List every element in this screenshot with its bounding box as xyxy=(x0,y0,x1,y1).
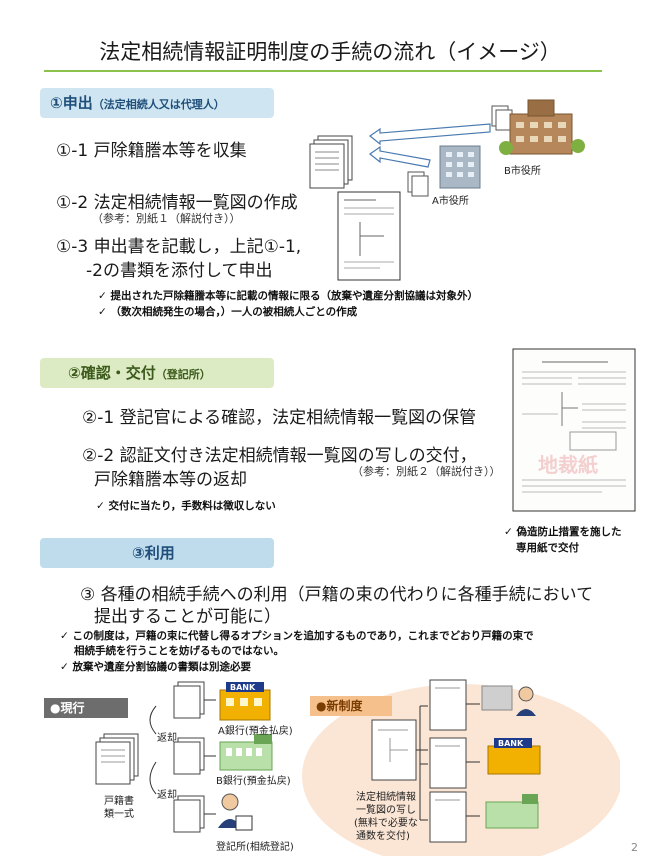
certificate-copy-icon xyxy=(371,719,417,781)
section-label: ②確認・交付 xyxy=(68,364,156,382)
return-label-1: 返却 xyxy=(157,733,177,744)
family-tree-form-icon xyxy=(337,191,401,281)
new-system-label: ●新制度 xyxy=(316,699,363,713)
step-1-3-line2: -2の書類を添付して申出 xyxy=(86,261,273,281)
section-header-usage: ③利用 xyxy=(40,538,274,568)
document-stack-icon xyxy=(173,681,205,833)
bank-sign-text: BANK xyxy=(498,739,524,748)
bank-a-icon: BANK xyxy=(487,738,541,775)
copy-label-line2: 一覧図の写し xyxy=(356,805,416,816)
koseki-label-line2: 類一式 xyxy=(104,809,134,820)
note-separate-docs: ✓ 放棄や遺産分割協議の書類は別途必要 xyxy=(60,661,251,673)
step-1-3-line1: ①-3 申出書を記載し，上記①-1, xyxy=(56,237,302,257)
bank-b-icon xyxy=(485,794,539,829)
city-hall-a-label: A市役所 xyxy=(432,196,469,207)
section-sublabel: （登記所） xyxy=(155,368,211,381)
title-divider xyxy=(44,70,602,72)
copy-label-line1: 法定相続情報 xyxy=(356,792,416,803)
note-option-line2: 相続手続を行うことを妨げるものではない。 xyxy=(74,645,284,657)
step-2-1: ②-1 登記官による確認，法定相続情報一覧図の保管 xyxy=(82,408,477,428)
certificate-sample-icon: 地裁紙 xyxy=(512,348,636,512)
bank-a-icon: BANK xyxy=(219,682,271,721)
page-title: 法定相続情報証明制度の手続の流れ（イメージ） xyxy=(99,40,561,64)
current-label-box xyxy=(44,698,128,718)
note-anti-forgery-line1: ✓ 偽造防止措置を施した xyxy=(504,526,622,538)
step-2-2-line2: 戸除籍謄本等の返却 xyxy=(94,470,247,490)
arrow-icon xyxy=(368,123,491,168)
new-system-label-box xyxy=(310,696,392,716)
section-label: ①申出 xyxy=(50,94,93,112)
registry-label: 登記所(相続登記) xyxy=(216,842,294,853)
note-scope: ✓ 提出された戸除籍謄本等に記載の情報に限る（放棄や遺産分割協議は対象外） xyxy=(98,290,478,302)
city-hall-b-label: B市役所 xyxy=(504,166,541,177)
watermark-text: 地裁紙 xyxy=(538,453,598,477)
copy-label-line4: 通数を交付) xyxy=(356,831,410,842)
section-label: ③利用 xyxy=(132,544,175,562)
bank-sign-text: BANK xyxy=(230,683,256,692)
current-system-label: ●現行 xyxy=(50,701,85,715)
application-illustration xyxy=(309,99,585,281)
note-no-fee: ✓ 交付に当たり，手数料は徴収しない xyxy=(96,500,276,512)
registry-officer-icon xyxy=(218,793,253,831)
step-2-2-reference: （参考：別紙２（解説付き）） xyxy=(352,465,501,478)
arrow-icon xyxy=(416,703,480,821)
step-3-line1: ③ 各種の相続手続への利用（戸籍の束の代わりに各種手続において xyxy=(80,585,594,605)
bank-b-label: B銀行(預金払戻) xyxy=(216,776,291,787)
certificate-copy-icon xyxy=(429,679,467,843)
koseki-label-line1: 戸籍書 xyxy=(104,796,134,807)
document-stack-icon xyxy=(309,135,353,189)
bank-b-icon xyxy=(219,734,273,771)
step-1-2: ①-2 法定相続情報一覧図の作成 xyxy=(56,193,298,213)
copy-label-line3: (無料で必要な xyxy=(354,818,418,829)
section-sublabel: （法定相続人又は代理人） xyxy=(92,98,225,111)
koseki-bundle-icon xyxy=(95,733,139,785)
usage-illustration: BANK BANK xyxy=(44,679,620,856)
section-header-confirmation: ②確認・交付（登記所） xyxy=(40,358,274,388)
step-2-2-line1: ②-2 認証文付き法定相続情報一覧図の写しの交付， xyxy=(82,446,477,466)
return-label-2: 返却 xyxy=(157,790,177,801)
page-number: 2 xyxy=(631,841,638,854)
step-1-1: ①-1 戸除籍謄本等を収集 xyxy=(56,141,247,161)
step-1-2-reference: （参考：別紙１（解説付き）） xyxy=(92,212,241,225)
city-hall-a-icon xyxy=(439,145,481,189)
note-per-decedent: ✓ （数次相続発生の場合，）一人の被相続人ごとの作成 xyxy=(98,306,358,318)
note-option-line1: ✓ この制度は，戸籍の束に代替し得るオプションを追加するものであり，これまでどお… xyxy=(60,630,534,642)
note-anti-forgery-line2: 専用紙で交付 xyxy=(516,542,579,554)
arrow-icon xyxy=(149,699,216,815)
section-header-application: ①申出（法定相続人又は代理人） xyxy=(40,88,274,118)
city-hall-b-icon xyxy=(499,99,585,155)
step-3-line2: 提出することが可能に） xyxy=(94,607,281,627)
registry-officer-icon xyxy=(481,685,536,716)
bank-a-label: A銀行(預金払戻) xyxy=(218,726,293,737)
